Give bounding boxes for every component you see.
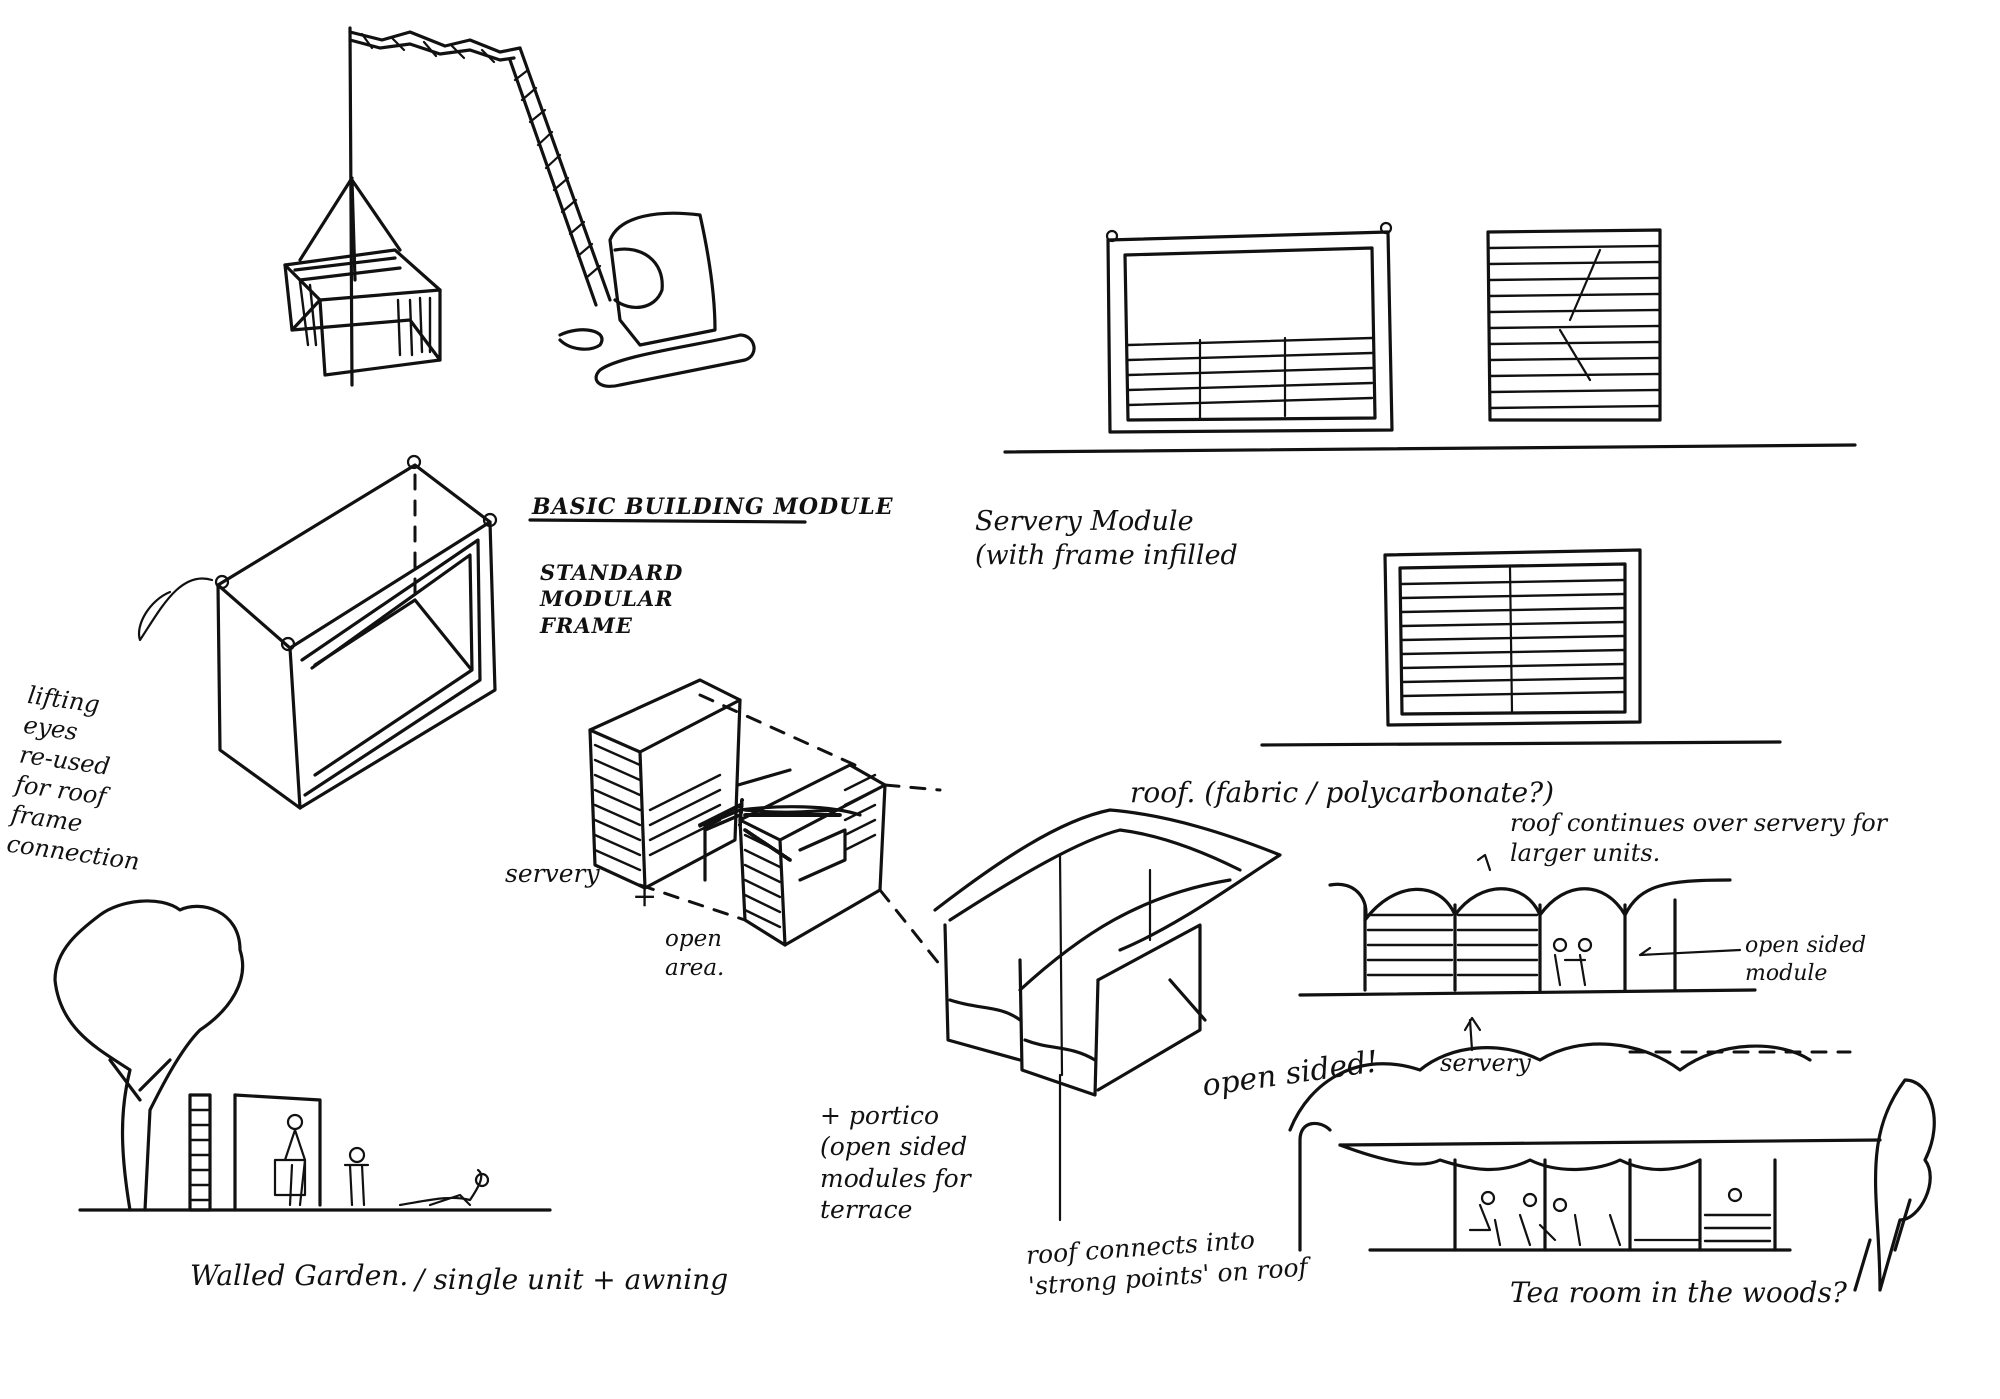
plus-sign: +	[632, 879, 658, 914]
portico-roof-sketch	[933, 808, 1282, 1222]
crane-sketch	[283, 26, 756, 388]
walled-garden-sketch	[53, 899, 552, 1212]
servery-label-2: servery	[1440, 1049, 1531, 1077]
standard-frame-note: STANDARD MODULAR FRAME	[540, 560, 684, 638]
roof-over-servery-elevation	[1298, 853, 1757, 1052]
single-unit-label: / single unit + awning	[415, 1263, 729, 1296]
servery-module-elevations	[1003, 221, 1857, 747]
tea-room-sketch	[1288, 1042, 1936, 1292]
basic-module-title: BASIC BUILDING MODULE	[532, 494, 894, 520]
servery-module-note: Servery Module (with frame infilled	[975, 506, 1238, 571]
servery-open-area-modules	[588, 678, 862, 890]
open-area-module	[638, 693, 942, 967]
open-area-label: open area.	[665, 926, 725, 981]
basic-module-frame-sketch	[137, 454, 498, 810]
tea-room-label: Tea room in the woods?	[1510, 1276, 1847, 1309]
roof-continues-note: roof continues over servery for larger u…	[1510, 809, 1888, 867]
lifting-eyes-note: lifting eyes re-used for roof frame conn…	[5, 680, 142, 876]
servery-label: servery	[505, 859, 600, 888]
roof-fabric-note: roof. (fabric / polycarbonate?)	[1130, 776, 1555, 809]
portico-note: + portico (open sided modules for terrac…	[820, 1101, 971, 1224]
walled-garden-label: Walled Garden.	[190, 1259, 409, 1292]
title-underline	[528, 518, 807, 524]
open-sided-module-note: open sided module	[1745, 933, 1867, 986]
